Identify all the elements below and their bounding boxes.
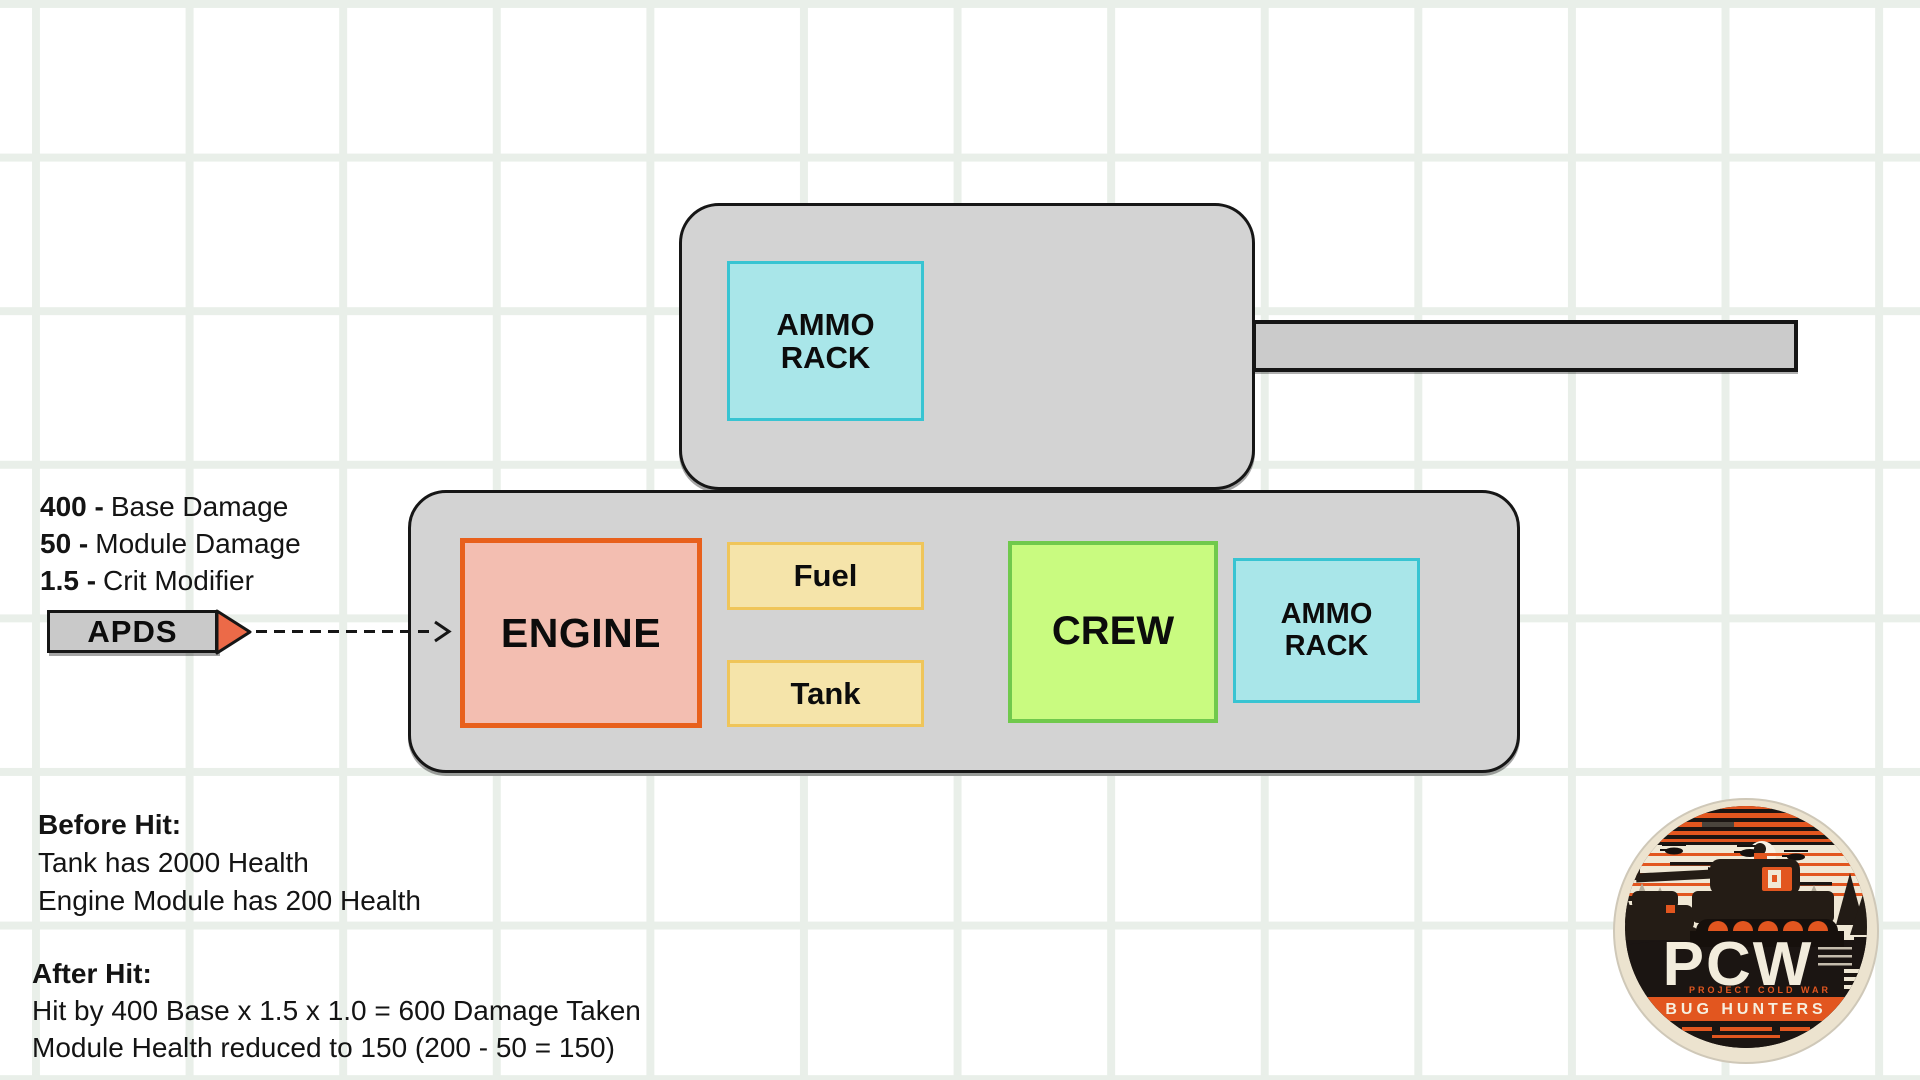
fuel-label: Fuel — [793, 558, 858, 594]
stat-label: Module Damage — [95, 528, 301, 559]
engine-module-box: ENGINE — [460, 538, 702, 728]
before-hit-note: Before Hit: Tank has 2000 Health Engine … — [38, 806, 421, 920]
apds-label: APDS — [87, 613, 178, 649]
stat-value: 50 - — [40, 528, 89, 559]
turret-ammo-rack-box: AMMO RACK — [727, 261, 924, 421]
logo-banner-text: BUG HUNTERS — [1665, 1001, 1826, 1018]
crew-module-box: CREW — [1008, 541, 1218, 723]
logo-acronym: PCW — [1663, 930, 1814, 999]
apds-shell: APDS — [47, 610, 218, 653]
hull-ammo-rack-label: AMMO RACK — [1280, 598, 1373, 662]
logo-subtitle: PROJECT COLD WAR — [1689, 985, 1831, 995]
after-hit-line: Hit by 400 Base x 1.5 x 1.0 = 600 Damage… — [32, 995, 641, 1026]
fuel-module-box: Fuel — [727, 542, 924, 610]
fuel-tank-label: Tank — [790, 675, 861, 711]
hull-ammo-rack-box: AMMO RACK — [1233, 558, 1420, 703]
damage-stats-block: 400 -Base Damage 50 -Module Damage 1.5 -… — [40, 488, 301, 599]
stat-label: Crit Modifier — [103, 565, 254, 596]
before-hit-line: Tank has 2000 Health — [38, 847, 309, 878]
pcw-logo: PCW PROJECT COLD WAR BUG HUNTERS — [1613, 798, 1879, 1064]
fuel-tank-module-box: Tank — [727, 660, 924, 727]
stat-line: 1.5 -Crit Modifier — [40, 562, 301, 599]
stat-line: 400 -Base Damage — [40, 488, 301, 525]
after-hit-line: Module Health reduced to 150 (200 - 50 =… — [32, 1032, 615, 1063]
before-hit-title: Before Hit: — [38, 809, 182, 840]
crew-label: CREW — [1051, 609, 1175, 654]
stat-value: 400 - — [40, 491, 104, 522]
dashed-trajectory-arrow — [256, 620, 452, 643]
after-hit-note: After Hit: Hit by 400 Base x 1.5 x 1.0 =… — [32, 955, 641, 1066]
turret-ammo-rack-label: AMMO RACK — [776, 306, 875, 375]
tank-turret: AMMO RACK — [679, 203, 1255, 490]
before-hit-line: Engine Module has 200 Health — [38, 885, 421, 916]
gun-barrel — [1252, 320, 1798, 372]
tank-hull: ENGINE Fuel Tank CREW AMMO RACK — [408, 490, 1520, 773]
projectile-tip-icon — [215, 609, 252, 655]
logo-main-tank — [1625, 843, 1844, 947]
engine-label: ENGINE — [500, 609, 662, 656]
stat-value: 1.5 - — [40, 565, 97, 596]
stat-label: Base Damage — [110, 491, 289, 522]
after-hit-title: After Hit: — [32, 958, 152, 989]
stat-line: 50 -Module Damage — [40, 525, 301, 562]
